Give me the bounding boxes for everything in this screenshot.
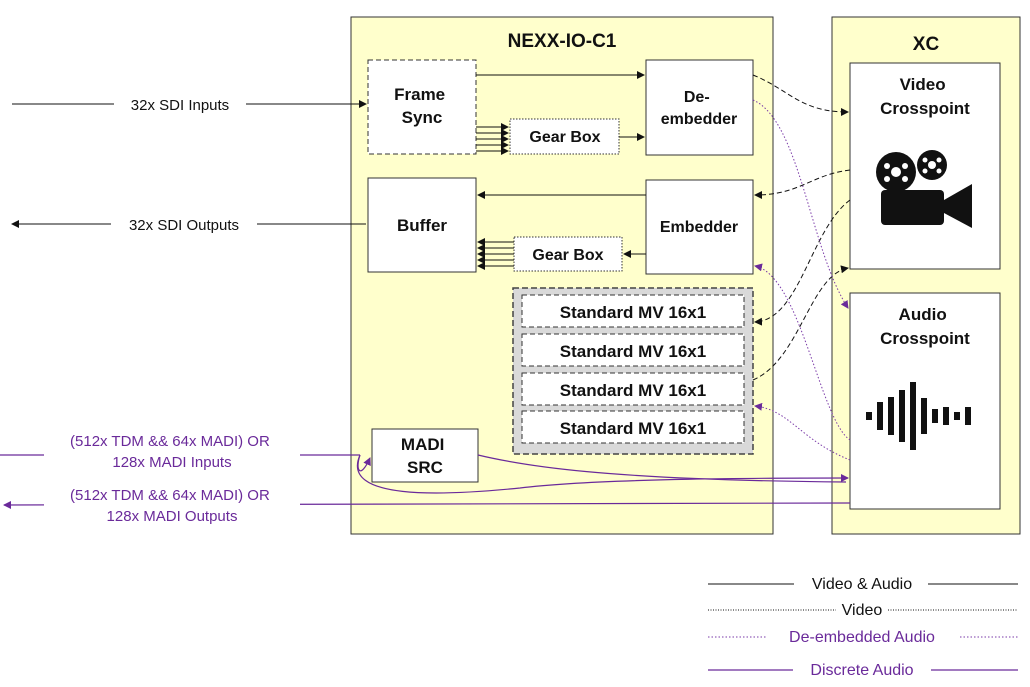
mv-label-1: Standard MV 16x1 — [560, 303, 706, 322]
xc-title: XC — [913, 34, 940, 55]
de-embedder-block — [645, 59, 754, 156]
video-xp-to-embedder — [754, 169, 851, 199]
madi-outputs-label-bg — [44, 485, 300, 527]
embedder-block — [645, 179, 754, 275]
buffer-block — [367, 177, 477, 273]
gear-box-bottom-label: Gear Box — [532, 247, 603, 264]
embedder-label: Embedder — [660, 219, 738, 236]
madi-inputs-label-bg — [44, 430, 300, 472]
de-embedder-label: De- embedder — [661, 89, 737, 128]
audio-crosspoint-label: Audio Crosspoint — [880, 305, 970, 348]
madi-src-label: MADI SRC — [401, 435, 449, 477]
film-camera-icon — [876, 150, 972, 228]
gearbox-to-buffer-bundle — [477, 238, 514, 270]
buffer-label: Buffer — [397, 216, 447, 235]
madi-inputs-label: (512x TDM && 64x MADI) OR 128x MADI Inpu… — [70, 433, 274, 471]
mv-label-2: Standard MV 16x1 — [560, 342, 706, 361]
madi-outputs-label: (512x TDM && 64x MADI) OR 128x MADI Outp… — [70, 487, 274, 525]
framesync-to-gearbox-bundle — [476, 123, 509, 155]
mv-block-4 — [521, 410, 745, 444]
frame-sync-label: Frame Sync — [394, 85, 450, 127]
legend-label-deembedded-audio: De-embedded Audio — [789, 629, 935, 646]
frame-sync-block — [367, 59, 477, 155]
sdi-inputs-label: 32x SDI Inputs — [131, 97, 229, 114]
gear-box-top-block — [509, 118, 620, 155]
video-crosspoint-label: Video Crosspoint — [880, 75, 970, 118]
sdi-inputs-label-bg — [114, 95, 246, 113]
sdi-outputs-label-bg — [111, 215, 257, 233]
legend-label-discrete-audio: Discrete Audio — [810, 662, 913, 679]
sdi-outputs-label: 32x SDI Outputs — [129, 217, 239, 234]
gear-box-top-label: Gear Box — [529, 129, 600, 146]
madi-src-to-audio-xp — [477, 454, 847, 483]
mv3-to-video-xp — [752, 265, 849, 381]
mv-label-4: Standard MV 16x1 — [560, 419, 706, 438]
gear-box-bottom-block — [513, 236, 623, 272]
mv-label-3: Standard MV 16x1 — [560, 381, 706, 400]
mv-block-3 — [521, 372, 745, 406]
deembedder-to-audio-xp — [752, 99, 849, 309]
audio-waveform-icon — [866, 382, 971, 450]
video-xp-to-mv1 — [754, 199, 851, 326]
mv-block-1 — [521, 294, 745, 328]
legend: Video & Audio Video De-embedded Audio Di… — [708, 574, 1018, 679]
deembedder-to-video-xp — [752, 74, 849, 116]
legend-label-video-audio: Video & Audio — [812, 576, 912, 593]
mv-block-2 — [521, 333, 745, 367]
legend-label-video: Video — [842, 602, 883, 619]
madi-inputs-to-audio-xp — [357, 454, 849, 494]
madi-src-block — [371, 428, 479, 483]
nexx-title: NEXX-IO-C1 — [508, 31, 617, 52]
